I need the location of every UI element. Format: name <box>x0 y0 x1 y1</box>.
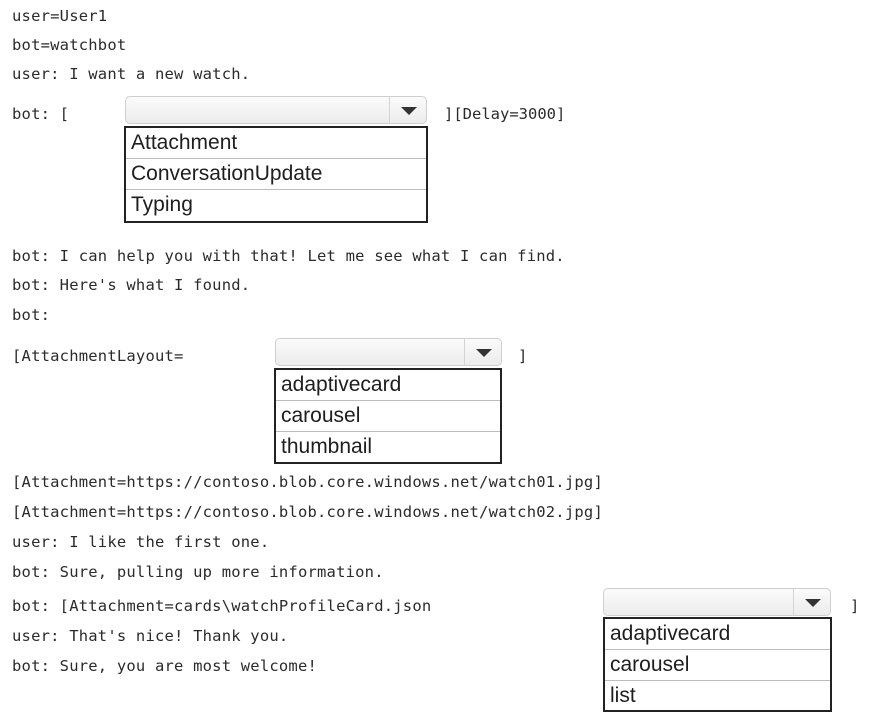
card-layout-options: adaptivecard carousel list <box>603 617 832 712</box>
option-carousel[interactable]: carousel <box>605 650 830 681</box>
option-typing[interactable]: Typing <box>131 193 193 216</box>
attachment-layout-options: adaptivecard carousel thumbnail <box>274 368 502 464</box>
transcript-attachment-2: [Attachment=https://contoso.blob.core.wi… <box>12 503 603 521</box>
attachment-layout-suffix: ] <box>518 347 528 365</box>
attachment-layout-prefix: [AttachmentLayout= <box>12 347 184 365</box>
option-list[interactable]: list <box>610 684 636 707</box>
transcript-bot-empty: bot: <box>12 306 51 324</box>
activity-type-select[interactable] <box>125 96 427 124</box>
option-attachment[interactable]: Attachment <box>126 128 426 159</box>
card-layout-toggle[interactable] <box>793 589 830 615</box>
attachment-layout-select[interactable] <box>275 338 502 366</box>
chevron-down-icon <box>401 107 417 115</box>
activity-type-toggle[interactable] <box>389 97 426 123</box>
chevron-down-icon <box>805 599 821 607</box>
transcript-bot-def: bot=watchbot <box>12 36 127 54</box>
option-conversationupdate[interactable]: ConversationUpdate <box>126 159 426 190</box>
activity-type-options: Attachment ConversationUpdate Typing <box>124 126 428 223</box>
card-layout-suffix: ] <box>850 597 860 615</box>
transcript-bot-welcome: bot: Sure, you are most welcome! <box>12 657 318 675</box>
option-adaptivecard[interactable]: adaptivecard <box>605 619 830 650</box>
transcript-user-message: user: I want a new watch. <box>12 65 251 83</box>
transcript-bot-prefix: bot: [ <box>12 105 70 123</box>
option-adaptivecard[interactable]: adaptivecard <box>276 370 500 401</box>
transcript-user-def: user=User1 <box>12 7 108 25</box>
transcript-bot-found: bot: Here's what I found. <box>12 276 251 294</box>
transcript-bot-pulling: bot: Sure, pulling up more information. <box>12 563 384 581</box>
transcript-user-like: user: I like the first one. <box>12 533 270 551</box>
transcript-attachment-1: [Attachment=https://contoso.blob.core.wi… <box>12 473 603 491</box>
transcript-user-thanks: user: That's nice! Thank you. <box>12 627 289 645</box>
delay-suffix: ][Delay=3000] <box>444 105 566 123</box>
option-thumbnail[interactable]: thumbnail <box>281 435 373 458</box>
transcript-bot-card: bot: [Attachment=cards\watchProfileCard.… <box>12 597 432 615</box>
chevron-down-icon <box>476 349 492 357</box>
attachment-layout-toggle[interactable] <box>464 339 501 365</box>
option-carousel[interactable]: carousel <box>276 401 500 432</box>
card-layout-select[interactable] <box>603 588 831 616</box>
transcript-bot-help: bot: I can help you with that! Let me se… <box>12 247 565 265</box>
